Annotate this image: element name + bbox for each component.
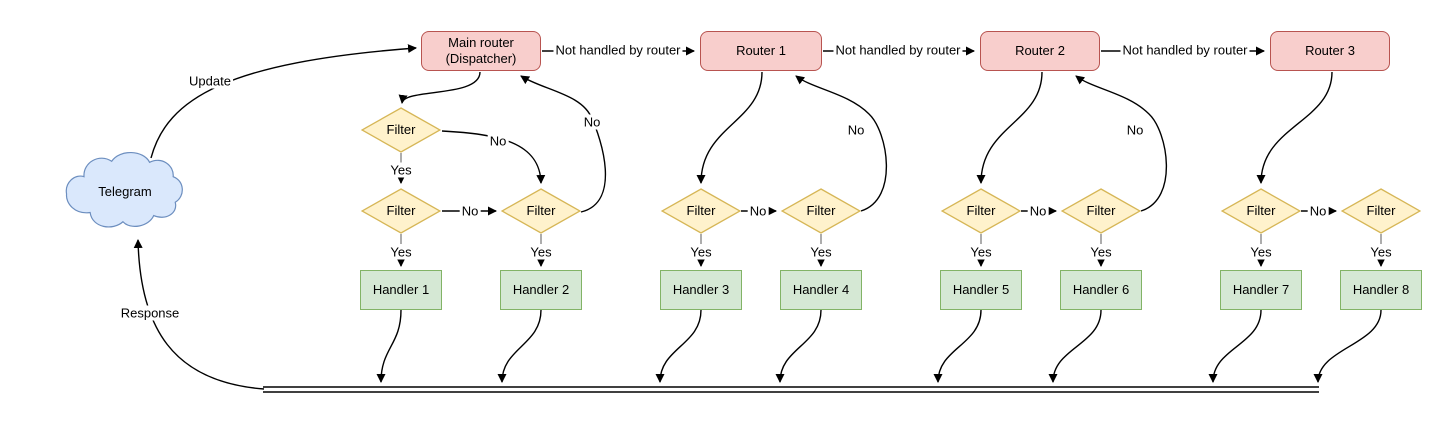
main-router-label-line1: Main router [448,35,514,51]
handler-box: Handler 3 [660,270,742,310]
no-label: No [747,203,769,219]
not-handled-label: Not handled by router [1120,42,1250,58]
yes-label: Yes [808,244,834,260]
no-label: No [845,122,867,138]
no-label: No [487,133,509,149]
edge-no-branch [441,130,546,184]
telegram-label: Telegram [98,183,152,199]
filter-label: Filter [1366,203,1396,219]
handler-label: Handler 5 [952,282,1010,298]
handler-box: Handler 8 [1340,270,1422,310]
handler-label: Handler 1 [372,282,430,298]
router-3-box: Router 3 [1270,31,1390,71]
yes-label: Yes [388,162,414,178]
edge-no-return [795,75,888,212]
handler-label: Handler 4 [792,282,850,298]
edge-handler-drop [775,309,822,383]
handler-box: Handler 6 [1060,270,1142,310]
edge-no-return [1075,75,1168,212]
edge-router-to-filter [696,71,763,184]
handler-label: Handler 6 [1072,282,1130,298]
edge-handler-drop [655,309,702,383]
not-handled-label: Not handled by router [833,42,963,58]
edge-handler-drop [376,309,402,383]
router-2-box: Router 2 [980,31,1100,71]
filter-label: Filter [526,203,556,219]
handler-box: Handler 1 [360,270,442,310]
response-label: Response [118,305,182,321]
filter-diamond: Filter [941,188,1021,234]
no-label: No [1027,203,1049,219]
no-label: No [581,114,603,130]
yes-label: Yes [1248,244,1274,260]
handler-label: Handler 3 [672,282,730,298]
no-label: No [459,203,481,219]
yes-label: Yes [1088,244,1114,260]
handler-box: Handler 4 [780,270,862,310]
yes-label: Yes [388,244,414,260]
router-3-label: Router 3 [1305,43,1355,59]
edge-handler-drop [933,309,982,383]
filter-diamond: Filter [1221,188,1301,234]
edge-response [133,239,265,390]
filter-diamond: Filter [361,107,441,153]
edge-router-to-filter [1256,71,1333,184]
filter-diamond: Filter [1061,188,1141,234]
filter-diamond: Filter [361,188,441,234]
yes-label: Yes [528,244,554,260]
no-label: No [1124,122,1146,138]
filter-label: Filter [1086,203,1116,219]
filter-diamond: Filter [781,188,861,234]
edge-handler-drop [1313,309,1382,383]
filter-diamond: Filter [661,188,741,234]
filter-label: Filter [1246,203,1276,219]
handler-box: Handler 5 [940,270,1022,310]
filter-label: Filter [386,122,416,138]
filter-label: Filter [806,203,836,219]
edge-handler-drop [1048,309,1102,383]
telegram-cloud: Telegram [40,150,210,232]
edge-router-to-filter [976,71,1043,184]
filter-label: Filter [686,203,716,219]
filter-diamond: Filter [501,188,581,234]
router-1-label: Router 1 [736,43,786,59]
edge-handler-drop [497,309,542,383]
main-router-box: Main router (Dispatcher) [421,31,541,71]
handler-box: Handler 7 [1220,270,1302,310]
edge-handler-drop [1208,309,1262,383]
no-label: No [1307,203,1329,219]
edge-dispatch-to-filter [398,71,481,104]
yes-label: Yes [688,244,714,260]
handler-label: Handler 2 [512,282,570,298]
filter-label: Filter [966,203,996,219]
filter-label: Filter [386,203,416,219]
handler-label: Handler 7 [1232,282,1290,298]
filter-diamond: Filter [1341,188,1421,234]
handler-box: Handler 2 [500,270,582,310]
main-router-label-line2: (Dispatcher) [445,51,517,66]
router-2-label: Router 2 [1015,43,1065,59]
not-handled-label: Not handled by router [553,42,683,58]
yes-label: Yes [968,244,994,260]
yes-label: Yes [1368,244,1394,260]
update-label: Update [187,73,233,89]
handler-label: Handler 8 [1352,282,1410,298]
router-1-box: Router 1 [700,31,822,71]
